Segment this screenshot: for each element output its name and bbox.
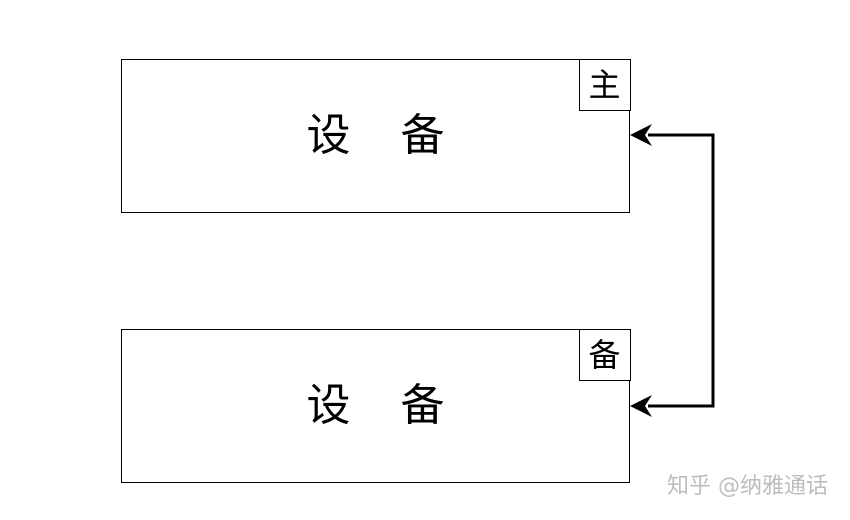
primary-role-tag: 主 (578, 58, 631, 111)
arrowhead-to-backup (630, 395, 652, 417)
backup-device-box: 设 备 备 (121, 328, 631, 483)
primary-device-box: 设 备 主 (121, 58, 631, 213)
connector-line (648, 133, 715, 408)
backup-device-label: 设 备 (306, 380, 463, 431)
watermark-text: 知乎 @纳雅通话 (667, 474, 828, 499)
backup-role-tag: 备 (578, 328, 631, 381)
arrowhead-to-primary (630, 124, 652, 146)
primary-device-label: 设 备 (306, 110, 463, 161)
